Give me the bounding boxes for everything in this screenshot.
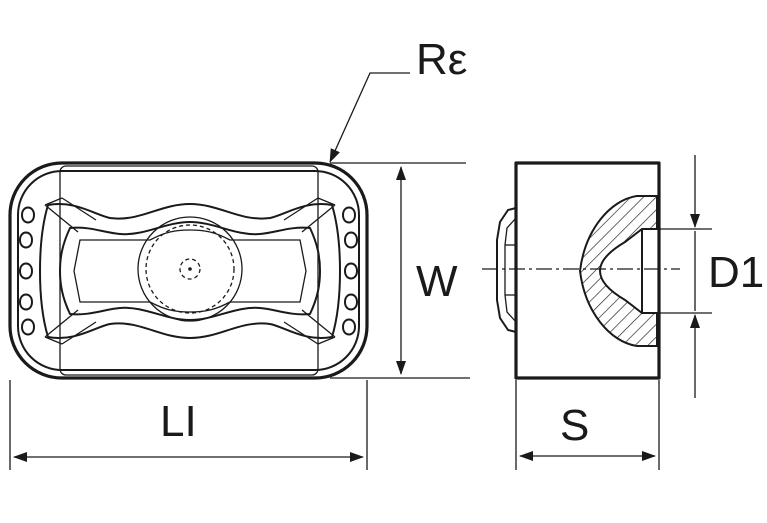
- insert-face-outline: [59, 165, 319, 376]
- side-body: [514, 161, 661, 380]
- insert-inner-edge: [17, 170, 360, 371]
- chip-breaker-inner: [59, 221, 321, 321]
- hole-bore-lines: [641, 228, 657, 314]
- width-dimension: W: [330, 162, 470, 379]
- insert-outline: [8, 161, 369, 380]
- hatched-section: [578, 195, 658, 347]
- thickness-dimension: S: [515, 380, 660, 470]
- thickness-label: S: [560, 401, 589, 450]
- side-boss: [496, 207, 517, 333]
- length-label: LI: [160, 397, 197, 446]
- edge-scallops-left: [19, 206, 35, 336]
- corner-facet-top-right: [283, 197, 336, 233]
- insert-top-view: [8, 161, 369, 380]
- corner-facet-top-left: [44, 197, 97, 233]
- edge-scallops-right: [342, 206, 358, 336]
- center-hole-counterbore: [145, 224, 235, 314]
- chip-breaker-outer: [39, 203, 341, 339]
- corner-facet-bottom-right: [283, 309, 336, 345]
- hole-diameter-label: D1: [708, 248, 764, 297]
- width-label: W: [416, 257, 458, 306]
- corner-radius-label: Rε: [416, 35, 467, 84]
- corner-facet-bottom-left: [44, 309, 97, 345]
- cutting-land: [73, 229, 307, 313]
- length-dimension: LI: [9, 380, 368, 470]
- insert-side-view: [482, 161, 680, 380]
- center-hole-bore: [179, 258, 201, 280]
- center-point: [188, 267, 192, 271]
- corner-radius-dimension: Rε: [329, 35, 467, 163]
- hole-diameter-dimension: D1: [657, 155, 764, 398]
- center-hole-outer: [137, 216, 243, 322]
- side-boss-inner: [504, 217, 517, 323]
